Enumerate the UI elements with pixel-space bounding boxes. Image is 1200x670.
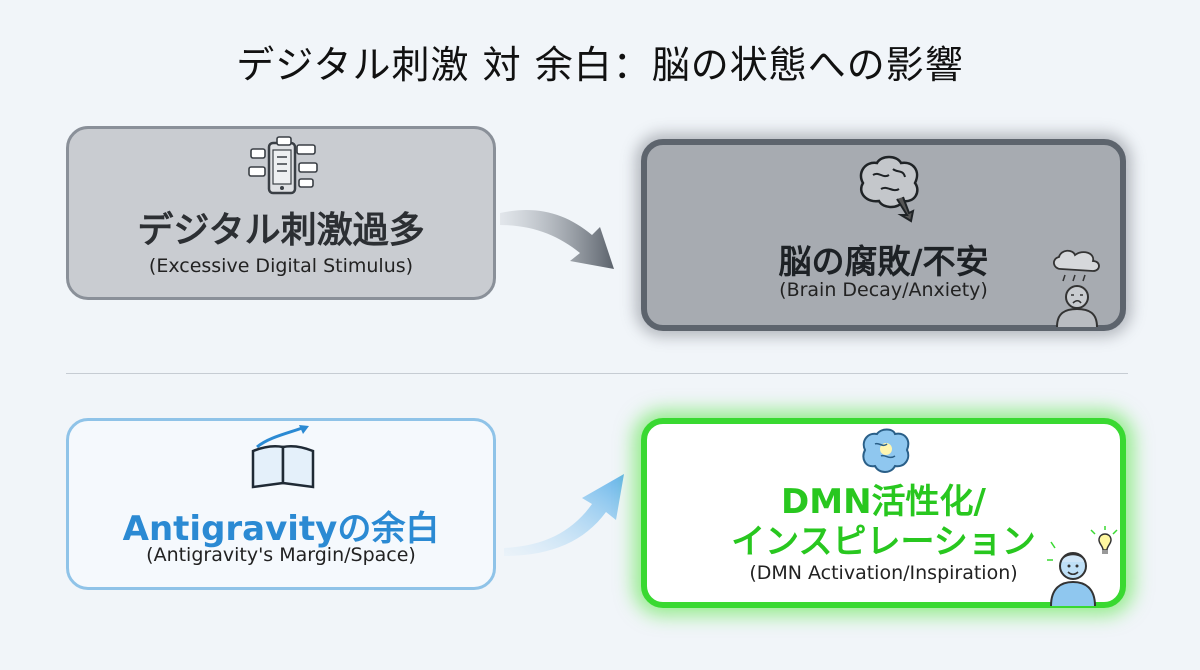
brain-decay-icon (859, 155, 919, 223)
section-divider (66, 373, 1128, 374)
worried-person-icon (1053, 249, 1100, 328)
antigravity-margin-box: Antigravityの余白 (Antigravity's Margin/Spa… (66, 418, 496, 590)
antigravity-margin-sublabel: (Antigravity's Margin/Space) (146, 544, 416, 566)
diagram-title: デジタル刺激 対 余白：脳の状態への影響 (236, 43, 964, 87)
dmn-activation-sublabel: (DMN Activation/Inspiration) (749, 562, 1018, 584)
dmn-activation-label-line1: DMN活性化/ (781, 482, 986, 522)
brain-decay-label: 脳の腐敗/不安 (778, 242, 989, 281)
brain-decay-sublabel: (Brain Decay/Anxiety) (779, 279, 988, 301)
digital-stimulus-box: デジタル刺激過多 (Excessive Digital Stimulus) (66, 126, 496, 300)
antigravity-margin-label: Antigravityの余白 (122, 509, 440, 549)
smartphone-notifications-icon (248, 136, 318, 195)
glowing-brain-icon (862, 428, 910, 473)
arrow-to-decay (500, 209, 614, 269)
inspired-person-icon (1047, 526, 1118, 607)
dmn-activation-label-line2: インスピレーション (731, 522, 1036, 562)
dmn-activation-box: DMN活性化/ インスピレーション (DMN Activation/Inspir… (641, 418, 1126, 608)
brain-decay-box: 脳の腐敗/不安 (Brain Decay/Anxiety) (641, 139, 1126, 331)
arrow-to-dmn (504, 474, 624, 556)
open-book-icon (251, 425, 315, 489)
digital-stimulus-label: デジタル刺激過多 (137, 210, 425, 251)
digital-stimulus-sublabel: (Excessive Digital Stimulus) (148, 255, 414, 277)
